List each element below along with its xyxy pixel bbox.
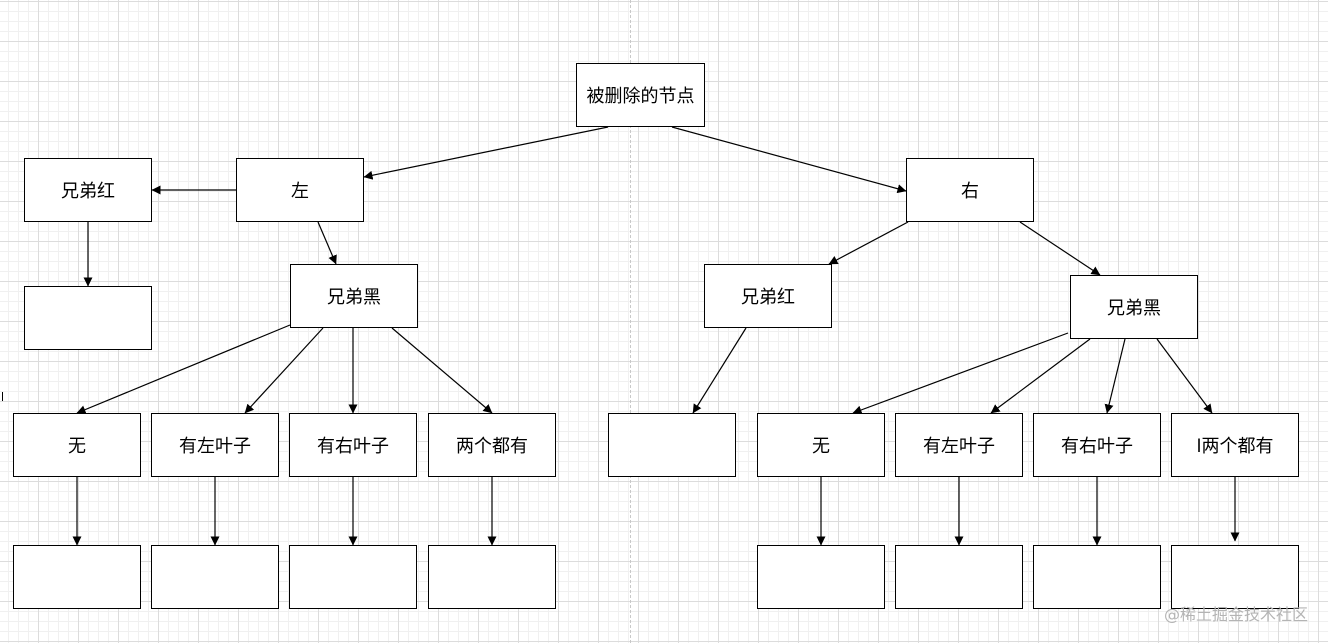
node-left-sibling-red-result [24, 286, 152, 350]
node-right-case-right-child-result [1033, 545, 1161, 609]
node-left-case-none: 无 [13, 413, 141, 477]
node-right-case-none-result [757, 545, 885, 609]
page-divider [630, 0, 631, 643]
edge-right-sibling-black [1019, 221, 1101, 276]
node-left-case-both: 两个都有 [428, 413, 556, 477]
node-right: 右 [906, 158, 1034, 222]
node-right-sibling-black: 兄弟黑 [1070, 275, 1198, 339]
edge-rsb-case4 [1156, 338, 1213, 414]
edge-lsb-case1 [76, 324, 291, 414]
node-right-case-both-result [1171, 545, 1299, 609]
node-left-case-left-child-result [151, 545, 279, 609]
node-left-case-none-result [13, 545, 141, 609]
node-deleted: 被删除的节点 [576, 63, 705, 127]
node-right-case-none: 无 [757, 413, 885, 477]
node-right-case-right-child: 有右叶子 [1033, 413, 1161, 477]
node-left-case-left-child: 有左叶子 [151, 413, 279, 477]
node-left-sibling-red: 兄弟红 [24, 158, 152, 222]
node-left-case-right-child-result [289, 545, 417, 609]
node-right-sibling-red-result [608, 413, 736, 477]
edge-lsb-case2 [244, 327, 324, 414]
node-left: 左 [236, 158, 364, 222]
edge-rsb-case2 [990, 338, 1091, 414]
edge-lsb-case4 [391, 327, 493, 414]
edge-root-left [363, 126, 609, 180]
node-right-sibling-red: 兄弟红 [704, 264, 832, 328]
edge-rsb-case1 [852, 332, 1069, 415]
edge-mark [2, 392, 3, 401]
watermark: @稀土掘金技术社区 [1163, 605, 1308, 624]
edge-rsr-child [692, 327, 747, 414]
node-right-case-both: l两个都有 [1171, 413, 1299, 477]
node-left-case-right-child: 有右叶子 [289, 413, 417, 477]
node-left-case-both-result [428, 545, 556, 609]
node-left-sibling-black: 兄弟黑 [290, 264, 418, 328]
edge-right-sibling-red [828, 221, 909, 265]
node-right-case-left-child: 有左叶子 [895, 413, 1023, 477]
edge-left-sibling-black [317, 221, 337, 265]
edge-root-right [671, 126, 907, 194]
edge-rsb-case3 [1104, 338, 1126, 414]
node-right-case-left-child-result [895, 545, 1023, 609]
